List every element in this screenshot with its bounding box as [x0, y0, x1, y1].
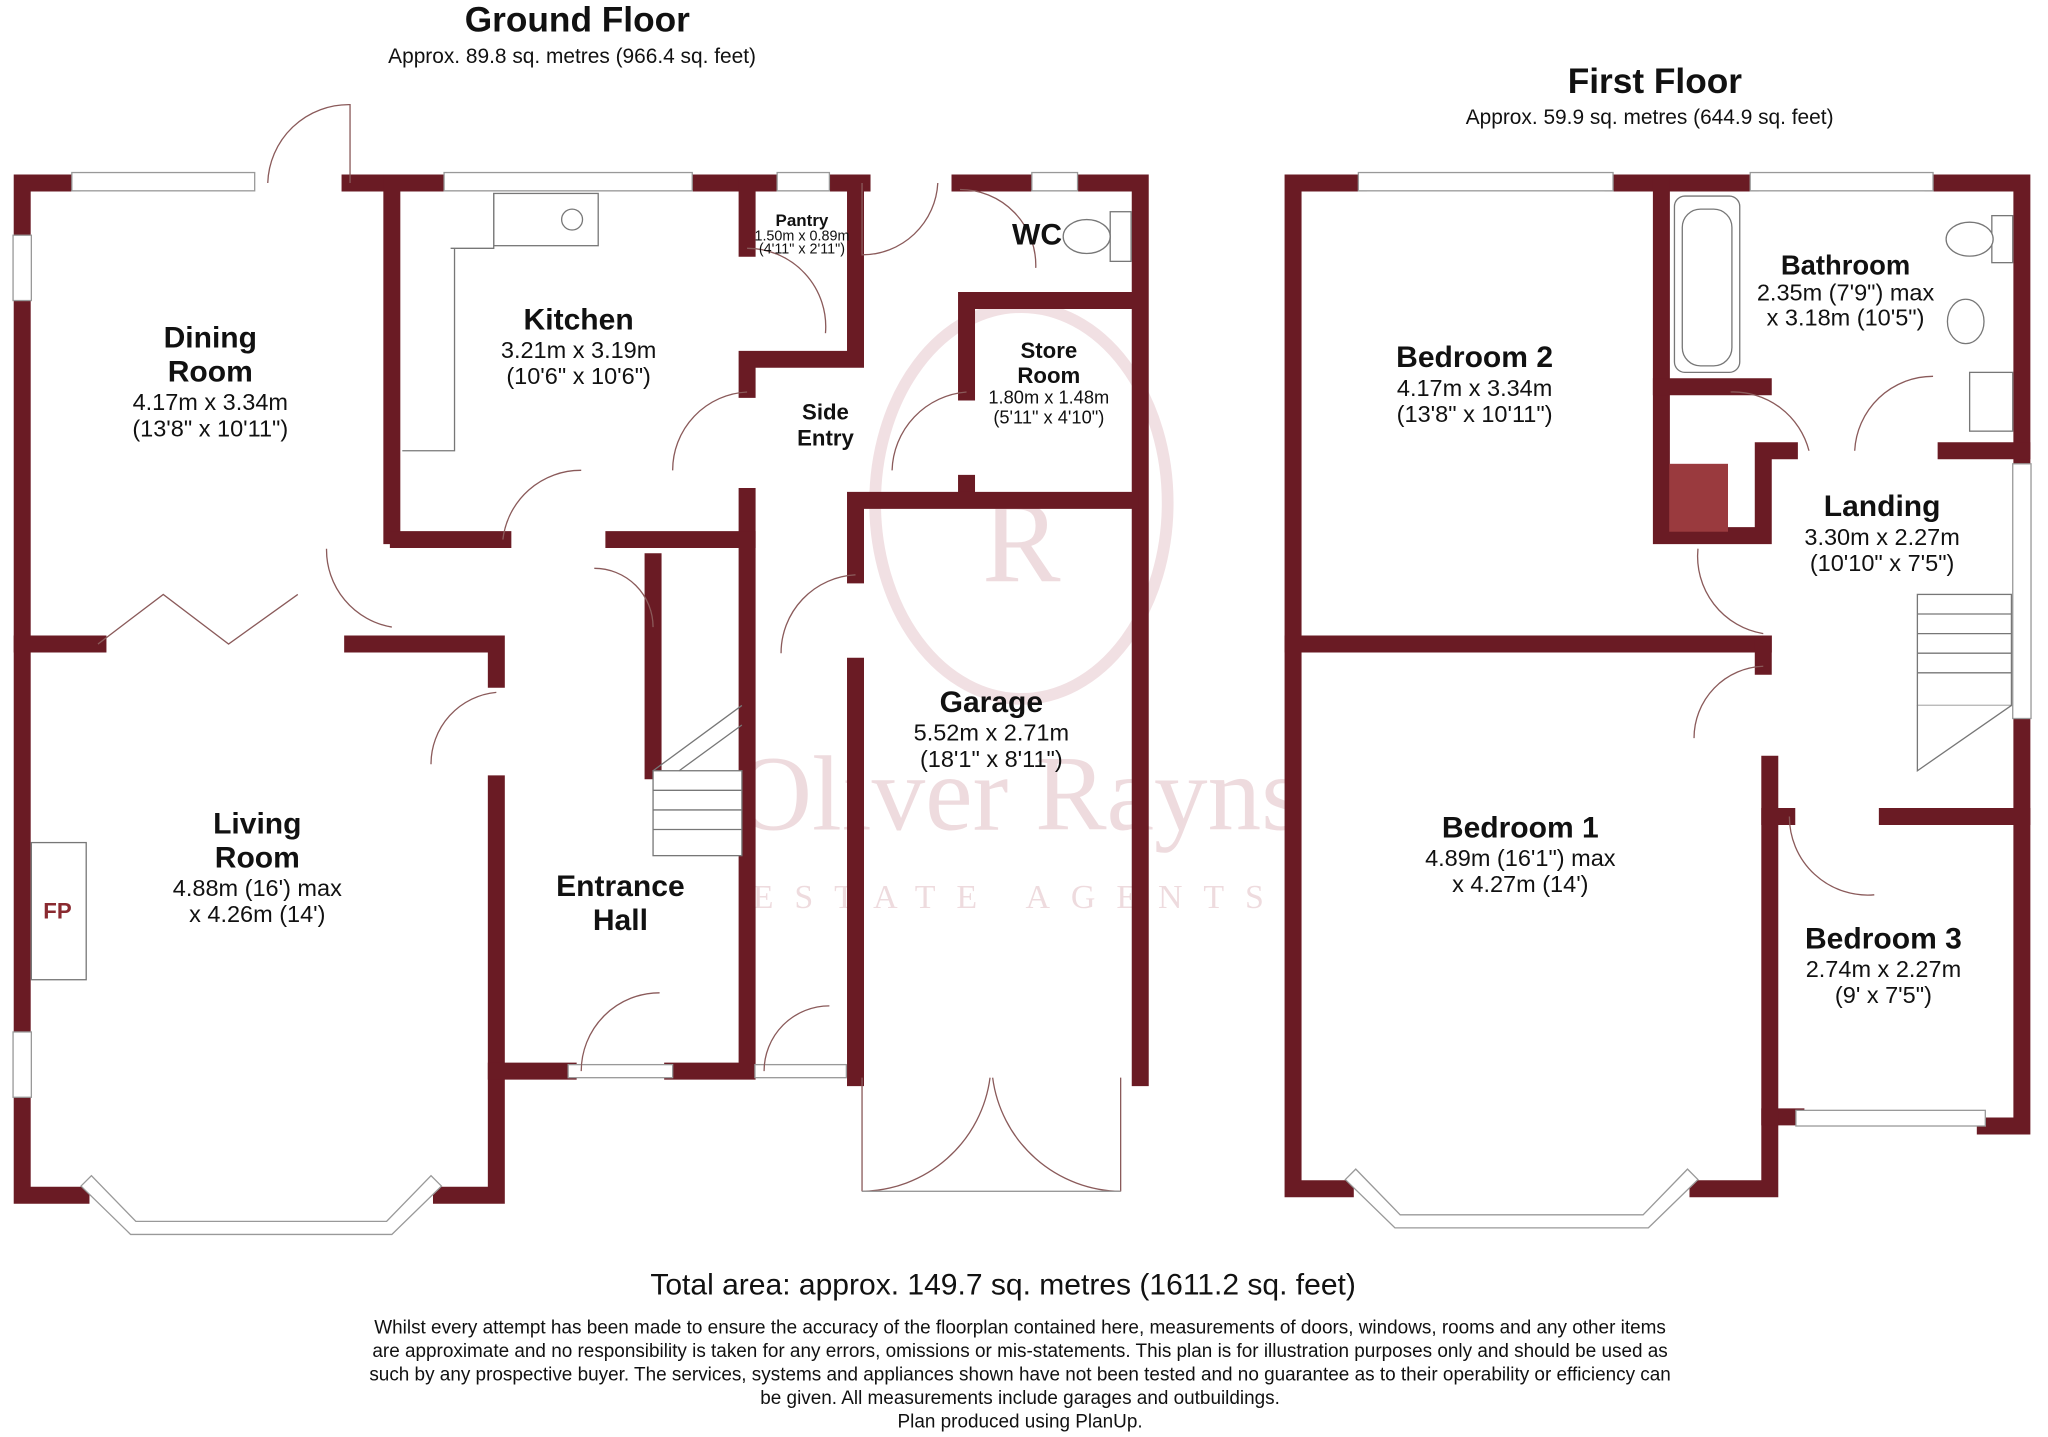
- room-label-text: Entry: [797, 426, 854, 451]
- room-label-text: Bedroom 3: [1805, 922, 1962, 955]
- ground-floor-windows: [12, 171, 1079, 1236]
- room-label-text: Garage: [940, 686, 1044, 719]
- room-label-text: Store: [1020, 338, 1077, 363]
- room-label-text: (9' x 7'5"): [1835, 982, 1932, 1008]
- room-label-text: 1.50m x 0.89m: [754, 228, 849, 244]
- room-label-text: (13'8" x 10'11"): [132, 415, 288, 441]
- disclaimer-line: are approximate and no responsibility is…: [372, 1341, 1667, 1362]
- ground-floor-title: Ground Floor: [465, 0, 690, 39]
- room-label-text: Living: [213, 807, 301, 840]
- disclaimer-line: be given. All measurements include garag…: [760, 1388, 1280, 1409]
- room-label-text: 3.30m x 2.27m: [1804, 524, 1959, 550]
- room-label-text: Room: [168, 356, 253, 389]
- room-label-text: Bedroom 1: [1442, 811, 1599, 844]
- staircase-icon: [652, 704, 743, 857]
- room-label-text: 3.21m x 3.19m: [501, 337, 656, 363]
- first-floor-title: First Floor: [1568, 62, 1743, 101]
- room-label-text: Landing: [1824, 490, 1941, 523]
- room-label-text: (18'1" x 8'11"): [920, 746, 1063, 772]
- room-label-text: ESTATE AGENTS: [753, 879, 1285, 916]
- first-floor-windows: [1344, 171, 2032, 1229]
- room-label-text: Side: [802, 399, 849, 424]
- room-label-text: (5'11" x 4'10"): [993, 406, 1104, 427]
- basin-icon: [1968, 371, 2014, 432]
- toilet-icon: [1991, 214, 2014, 264]
- toilet-icon: [1109, 211, 1132, 263]
- room-label-text: x 4.26m (14'): [189, 901, 325, 927]
- total-area: Total area: approx. 149.7 sq. metres (16…: [650, 1269, 1356, 1302]
- room-label-text: 2.35m (7'9") max: [1757, 280, 1935, 306]
- room-label-text: Dining: [164, 322, 257, 355]
- first-floor-fixtures: [1673, 195, 2014, 772]
- fireplace-label: FP: [43, 898, 72, 923]
- first-floor-walls: [1284, 174, 2031, 1198]
- room-label-text: Hall: [593, 904, 648, 937]
- fireplace-icon: [30, 841, 87, 981]
- ground-floor-fixtures: [30, 192, 1132, 981]
- room-label-text: (10'6" x 10'6"): [506, 363, 651, 389]
- room-bedroom-3: Bedroom 3 2.74m x 2.27m (9' x 7'5"): [1805, 922, 1962, 1008]
- room-label-text: Oliver Rayns: [735, 736, 1303, 854]
- room-kitchen: Kitchen 3.21m x 3.19m (10'6" x 10'6"): [501, 303, 656, 389]
- room-label-text: 2.74m x 2.27m: [1806, 956, 1961, 982]
- room-dining: Dining Room 4.17m x 3.34m (13'8" x 10'11…: [132, 322, 288, 442]
- room-label-text: 4.17m x 3.34m: [133, 389, 288, 415]
- room-label-text: Kitchen: [524, 303, 634, 336]
- room-side-entry: Side Entry: [797, 399, 854, 450]
- first-floor-labels: Bedroom 2 4.17m x 3.34m (13'8" x 10'11")…: [1396, 249, 1962, 1008]
- room-label-text: Pantry: [776, 211, 829, 230]
- room-label-text: x 3.18m (10'5"): [1767, 304, 1925, 330]
- room-wc: WC: [1012, 218, 1062, 251]
- room-entrance-hall: Entrance Hall: [556, 870, 685, 937]
- room-bathroom: Bathroom 2.35m (7'9") max x 3.18m (10'5"…: [1757, 249, 1935, 330]
- room-label-text: x 4.27m (14'): [1452, 871, 1588, 897]
- first-floor-area: Approx. 59.9 sq. metres (644.9 sq. feet): [1466, 106, 1834, 129]
- room-label-text: 4.88m (16') max: [173, 875, 342, 901]
- room-living: Living Room 4.88m (16') max x 4.26m (14'…: [173, 807, 342, 927]
- cupboard: [1669, 463, 1728, 532]
- footer: Total area: approx. 149.7 sq. metres (16…: [369, 1269, 1670, 1433]
- room-label-text: Room: [215, 841, 300, 874]
- ground-floor-area: Approx. 89.8 sq. metres (966.4 sq. feet): [388, 45, 756, 68]
- room-garage: Garage 5.52m x 2.71m (18'1" x 8'11"): [914, 686, 1069, 772]
- room-bedroom-1: Bedroom 1 4.89m (16'1") max x 4.27m (14'…: [1425, 811, 1616, 897]
- first-floor-doors: [1693, 375, 1934, 896]
- room-label-text: Bedroom 2: [1396, 341, 1553, 374]
- room-label-text: Bathroom: [1781, 249, 1910, 280]
- room-label-text: 1.80m x 1.48m: [988, 387, 1109, 408]
- room-bedroom-2: Bedroom 2 4.17m x 3.34m (13'8" x 10'11"): [1396, 341, 1553, 427]
- room-label-text: 5.52m x 2.71m: [914, 720, 1069, 746]
- room-store: Store Room 1.80m x 1.48m (5'11" x 4'10"): [988, 338, 1109, 427]
- room-label-text: 4.17m x 3.34m: [1397, 375, 1552, 401]
- room-pantry: Pantry 1.50m x 0.89m (4'11" x 2'11"): [754, 211, 849, 257]
- room-landing: Landing 3.30m x 2.27m (10'10" x 7'5"): [1804, 490, 1959, 576]
- ground-floor-labels: Dining Room 4.17m x 3.34m (13'8" x 10'11…: [43, 211, 1109, 937]
- plan-credit: Plan produced using PlanUp.: [898, 1412, 1143, 1433]
- room-label-text: (10'10" x 7'5"): [1810, 550, 1955, 576]
- room-label-text: Entrance: [556, 870, 685, 903]
- room-label-text: 4.89m (16'1") max: [1425, 845, 1616, 871]
- staircase-icon: [1916, 593, 2013, 772]
- room-label-text: Room: [1017, 363, 1080, 388]
- watermark-logo: R Oliver Rayns ESTATE AGENTS: [735, 301, 1303, 916]
- disclaimer-line: such by any prospective buyer. The servi…: [369, 1365, 1670, 1386]
- room-label-text: (4'11" x 2'11"): [759, 242, 845, 258]
- room-label-text: (13'8" x 10'11"): [1397, 401, 1553, 427]
- ground-floor-doors: [97, 103, 1037, 1072]
- disclaimer-line: Whilst every attempt has been made to en…: [374, 1318, 1666, 1339]
